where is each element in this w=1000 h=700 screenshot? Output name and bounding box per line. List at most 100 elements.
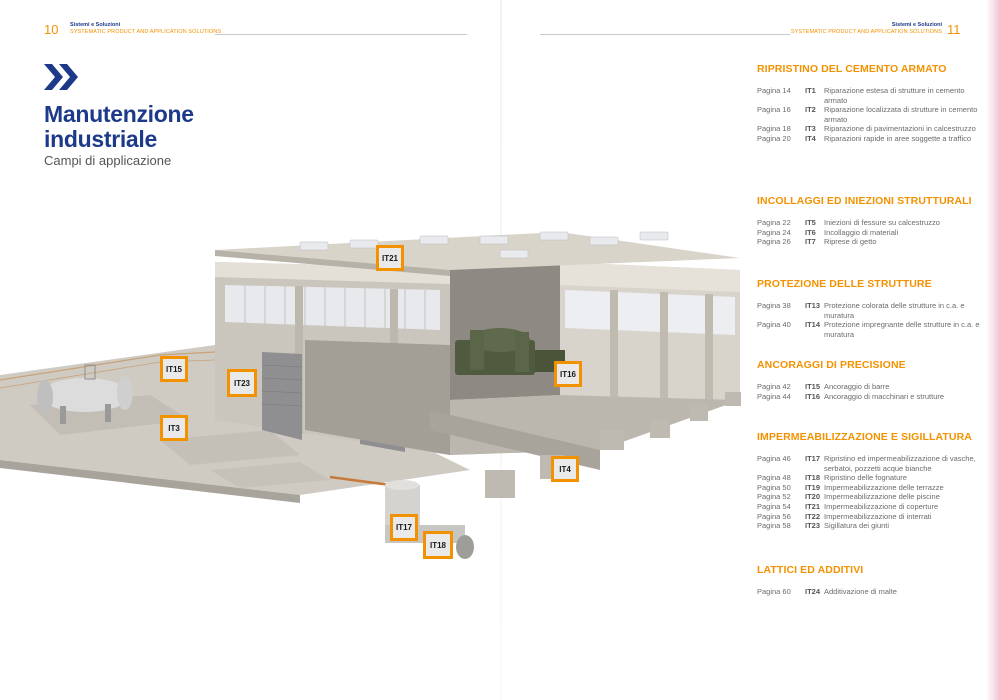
row-page: Pagina 42 xyxy=(757,382,791,391)
row-code: IT16 xyxy=(805,391,821,401)
row-page: Pagina 24 xyxy=(757,227,791,237)
row-desc: Iniezioni di fessure su calcestruzzo xyxy=(824,218,940,227)
row-code: IT18 xyxy=(805,473,821,483)
row-code: IT17 xyxy=(805,454,821,463)
section-title: PROTEZIONE DELLE STRUTTURE xyxy=(757,278,932,290)
row-desc: Impermeabilizzazione delle piscine xyxy=(824,492,940,502)
row-desc: Sigillatura dei giunti xyxy=(824,521,890,531)
left-running-header: Sistemi e Soluzioni SYSTEMATIC PRODUCT A… xyxy=(70,22,221,36)
tag-it3: IT3 xyxy=(160,415,188,441)
row-desc: Riprese di getto xyxy=(824,237,877,247)
row-code: IT15 xyxy=(805,382,821,391)
row-page: Pagina 50 xyxy=(757,482,791,492)
row-code: IT19 xyxy=(805,482,821,492)
row-page: Pagina 44 xyxy=(757,391,791,401)
row-desc: Protezione impregnante delle strutture i… xyxy=(824,320,980,339)
industrial-building-illustration xyxy=(0,231,741,559)
index-row: Pagina 22 IT5 Iniezioni di fessure su calc… xyxy=(757,218,982,228)
tag-it23: IT23 xyxy=(227,369,257,397)
row-code: IT5 xyxy=(805,218,816,227)
section-ripristino: RIPRISTINO DEL CEMENTO ARMATO Pagina 14 I… xyxy=(757,63,982,144)
row-code: IT22 xyxy=(805,511,821,521)
row-code: IT7 xyxy=(805,237,816,247)
row-page: Pagina 18 xyxy=(757,124,791,134)
left-header-title: Sistemi e Soluzioni xyxy=(70,22,121,28)
row-page: Pagina 54 xyxy=(757,501,791,511)
row-desc: Ancoraggio di macchinari e strutture xyxy=(824,391,945,401)
page-title-line1: Manutenzione xyxy=(44,101,194,127)
row-code: IT21 xyxy=(805,501,821,511)
row-code: IT3 xyxy=(805,124,816,134)
tag-it18: IT18 xyxy=(423,531,453,559)
tag-it17: IT17 xyxy=(390,514,418,541)
row-desc: Impermeabilizzazione di coperture xyxy=(824,501,939,511)
row-page: Pagina 48 xyxy=(757,473,791,483)
left-page-number: 10 xyxy=(44,22,59,37)
tag-it4: IT4 xyxy=(551,456,579,482)
right-header-subtitle: SYSTEMATIC PRODUCT AND APPLICATION SOLUT… xyxy=(790,29,942,35)
right-header-title: Sistemi e Soluzioni xyxy=(891,22,942,28)
section-title: ANCORAGGI DI PRECISIONE xyxy=(757,359,906,371)
row-code: IT14 xyxy=(805,320,821,330)
section-incollaggi: INCOLLAGGI ED INIEZIONI STRUTTURALI Pagi… xyxy=(757,195,982,247)
row-page: Pagina 14 xyxy=(757,86,791,95)
section-title: RIPRISTINO DEL CEMENTO ARMATO xyxy=(757,63,947,75)
row-code: IT2 xyxy=(805,105,816,115)
tag-it15: IT15 xyxy=(160,356,188,382)
row-page: Pagina 22 xyxy=(757,218,791,227)
section-title: INCOLLAGGI ED INIEZIONI STRUTTURALI xyxy=(757,195,972,207)
row-page: Pagina 58 xyxy=(757,521,791,531)
row-page: Pagina 20 xyxy=(757,133,791,143)
page-edge xyxy=(986,0,1000,700)
tag-it16: IT16 xyxy=(554,361,582,387)
right-page-number: 11 xyxy=(947,22,961,37)
left-header-rule xyxy=(215,34,467,35)
right-running-header: Sistemi e Soluzioni SYSTEMATIC PRODUCT A… xyxy=(791,22,942,36)
left-header-subtitle: SYSTEMATIC PRODUCT AND APPLICATION SOLUT… xyxy=(70,29,222,35)
row-code: IT23 xyxy=(805,521,821,531)
row-code: IT24 xyxy=(805,587,821,596)
row-code: IT6 xyxy=(805,227,816,237)
section-impermeabilizzazione: IMPERMEABILIZZAZIONE E SIGILLATURA Pagin… xyxy=(757,431,982,531)
row-page: Pagina 46 xyxy=(757,454,791,463)
row-page: Pagina 26 xyxy=(757,237,791,247)
row-desc: Riparazione estesa di strutture in cemen… xyxy=(824,86,965,105)
page-subtitle: Campi di applicazione xyxy=(44,153,172,168)
row-page: Pagina 16 xyxy=(757,105,791,115)
index-row: Pagina 26 IT7 Riprese di getto xyxy=(757,237,982,247)
row-desc: Impermeabilizzazione di interrati xyxy=(824,511,932,521)
row-desc: Riparazione di pavimentazioni in calcest… xyxy=(824,124,976,134)
row-page: Pagina 52 xyxy=(757,492,791,502)
section-title: LATTICI ED ADDITIVI xyxy=(757,564,864,576)
row-code: IT4 xyxy=(805,133,816,143)
index-row: Pagina 18 IT3 Riparazione di pavimentazion… xyxy=(757,124,982,134)
tag-it21: IT21 xyxy=(376,245,404,271)
right-header-rule xyxy=(540,34,790,35)
row-desc: Additivazione di malte xyxy=(824,587,897,596)
row-desc: Ripristino ed impermeabilizzazione di va… xyxy=(824,454,976,473)
row-desc: Protezione colorata delle strutture in c… xyxy=(824,301,965,320)
section-title: IMPERMEABILIZZAZIONE E SIGILLATURA xyxy=(757,431,972,443)
row-page: Pagina 38 xyxy=(757,301,791,310)
page-title: Manutenzione industriale xyxy=(44,102,194,152)
row-desc: Ancoraggio di barre xyxy=(824,382,890,391)
row-desc: Impermeabilizzazione delle terrazze xyxy=(824,482,944,492)
